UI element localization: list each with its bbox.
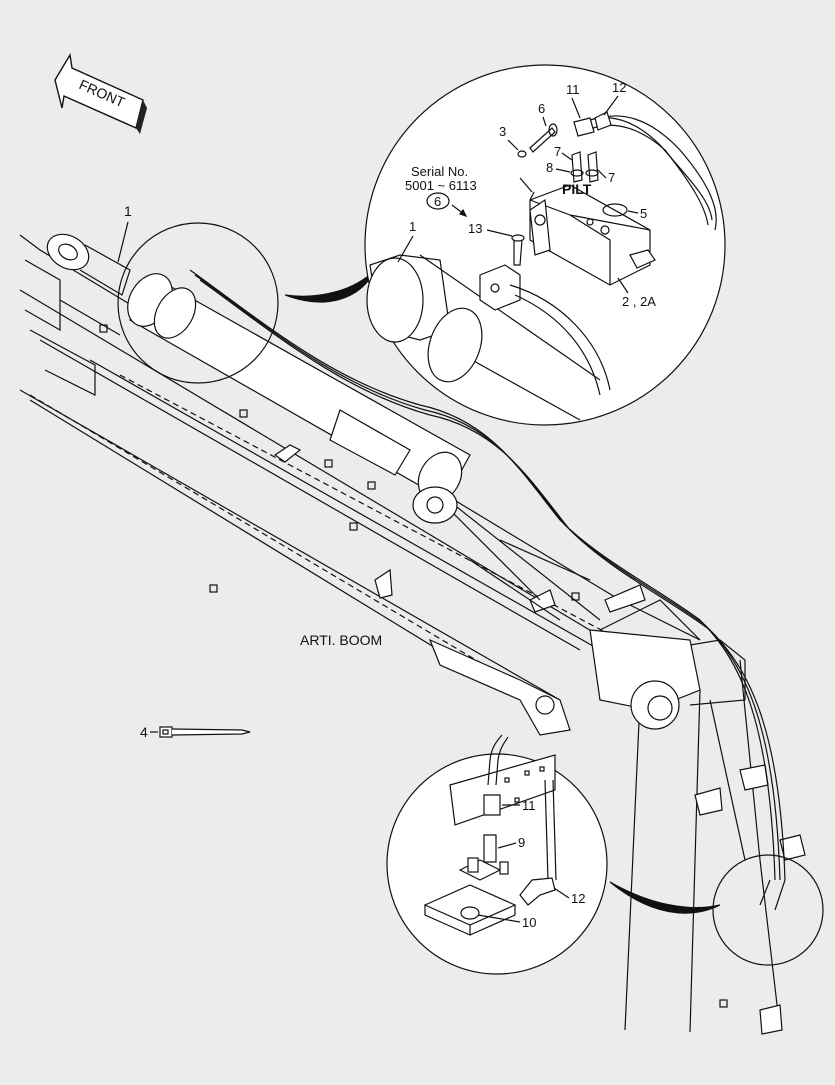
detail-circle-small-right	[712, 854, 824, 966]
front-arrow: FRONT	[54, 52, 147, 134]
main-callouts: 1 ARTI. BOOM 4	[117, 203, 382, 740]
bottom-callout-11: 11	[522, 798, 536, 813]
serial-range: 5001 ~ 6113	[405, 178, 477, 193]
callout-1: 1	[124, 203, 132, 219]
detail-bottom: 11 9 12 10	[386, 734, 608, 975]
serial-circle	[426, 192, 450, 210]
serial-title: Serial No.	[411, 164, 468, 179]
bottom-callout-12: 12	[571, 891, 585, 906]
pilt-label: PILT	[562, 181, 592, 197]
serial-circled-number: 6	[434, 194, 441, 209]
top-callout-7a: 7	[554, 144, 561, 159]
boom-structure	[19, 234, 806, 1035]
hydraulic-hoses	[189, 269, 786, 911]
top-callout-8: 8	[546, 160, 553, 175]
hydraulic-cylinder	[46, 233, 471, 524]
detail-pointer-top	[284, 269, 376, 303]
top-callout-6: 6	[538, 101, 545, 116]
bottom-callout-9: 9	[518, 835, 525, 850]
detail-top: 11 12 6 3 7 8 7 PILT 5 Serial No. 5001 ~…	[364, 64, 726, 426]
top-callout-13: 13	[468, 221, 482, 236]
top-callout-1: 1	[409, 219, 416, 234]
top-callout-2: 2 , 2A	[622, 294, 656, 309]
top-callout-5: 5	[640, 206, 647, 221]
callout-4: 4	[140, 724, 148, 740]
boom-label: ARTI. BOOM	[300, 632, 382, 648]
bottom-callout-10: 10	[522, 915, 536, 930]
top-callout-3: 3	[499, 124, 506, 139]
top-callout-7b: 7	[608, 170, 615, 185]
detail-circle-small	[117, 222, 279, 384]
detail-pointer-bottom	[609, 881, 721, 914]
top-callout-12: 12	[612, 80, 626, 95]
top-callout-11: 11	[566, 82, 580, 97]
